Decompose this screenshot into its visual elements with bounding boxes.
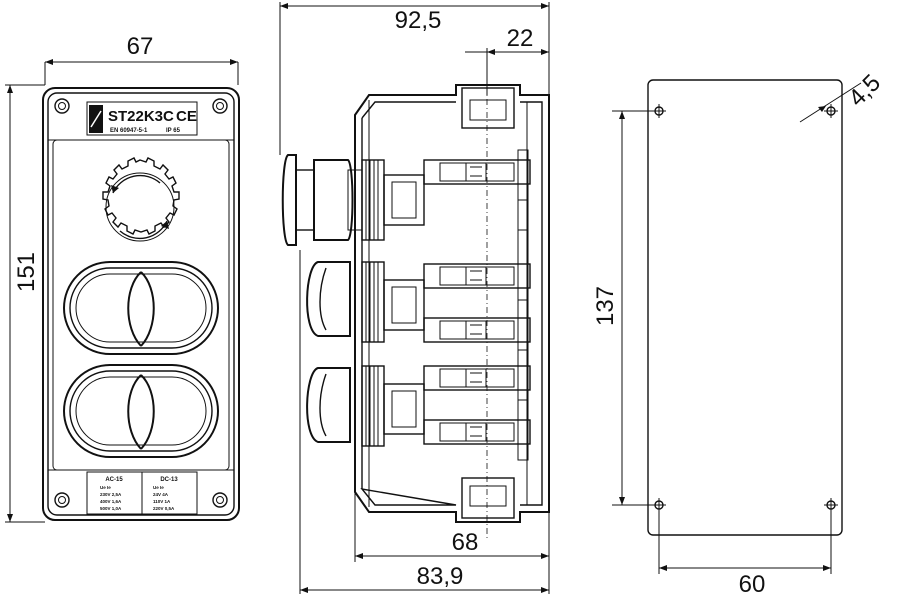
emergency-stop-side: [281, 154, 363, 246]
label-standard: EN 60947-5-1: [110, 128, 148, 134]
dim-mount-hole-diameter: 4,5: [843, 69, 886, 112]
pushbutton-side-lower: [306, 367, 351, 443]
mounting-plate-view: 137 60 4,5: [592, 69, 886, 598]
rating-dc-row: 220V 0,5A: [153, 506, 175, 511]
dim-leader-hole-diameter: [799, 82, 862, 123]
contact-blocks: [423, 159, 531, 445]
threaded-collars: [361, 159, 385, 447]
dim-side-total-depth: 92,5: [395, 7, 442, 34]
label-ce-mark: CE: [176, 108, 197, 125]
top-clip: [461, 87, 515, 129]
mounting-rail: [517, 149, 529, 461]
dim-mount-hole-spacing-v: 137: [592, 286, 619, 326]
rating-ac-row: 230V 2,5A: [100, 492, 122, 497]
rating-dc-header: Ue Ie: [153, 485, 164, 490]
bottom-clip: [461, 477, 515, 519]
front-view: 67 151 ST22K3C: [5, 33, 240, 523]
rating-ac-row: 400V 1,6A: [100, 499, 122, 504]
enclosure-lid: [52, 139, 230, 471]
dim-side-top-offset: 22: [507, 25, 534, 52]
screw-top-right: [212, 98, 228, 114]
dim-front-height: 151: [13, 252, 40, 292]
double-pushbutton-lower: [63, 364, 219, 458]
manufacturer-logo: [89, 105, 103, 133]
label-model: ST22K3C: [108, 108, 174, 125]
label-ip-rating: IP 65: [166, 128, 181, 134]
dim-side-overall-depth: 83,9: [417, 563, 464, 590]
rating-dc-row: 24V 4A: [153, 492, 169, 497]
rating-ac-title: AC-15: [105, 477, 123, 483]
rating-plate: AC-15 DC-13 Ue Ie Ue Ie 230V 2,5A 400V 1…: [86, 471, 198, 515]
double-pushbutton-upper: [63, 261, 219, 355]
enclosure-outline: [42, 87, 240, 521]
contact-adapters: [383, 174, 425, 435]
dim-mount-hole-spacing-h: 60: [739, 571, 766, 598]
emergency-stop-knob: [102, 157, 180, 242]
product-label-plate: [86, 101, 198, 136]
screw-bottom-right: [212, 492, 228, 508]
rating-ac-header: Ue Ie: [100, 485, 111, 490]
mounting-plate-outline: [647, 79, 843, 536]
rating-dc-row: 110V 1A: [153, 499, 171, 504]
dim-front-width: 67: [127, 33, 154, 60]
rating-dc-title: DC-13: [160, 477, 178, 483]
pushbutton-side-upper: [306, 261, 351, 337]
screw-bottom-left: [54, 492, 70, 508]
screw-top-left: [54, 98, 70, 114]
side-view: 92,5 22: [279, 2, 550, 594]
dim-side-body-depth: 68: [452, 529, 479, 556]
rating-ac-row: 500V 1,0A: [100, 506, 122, 511]
